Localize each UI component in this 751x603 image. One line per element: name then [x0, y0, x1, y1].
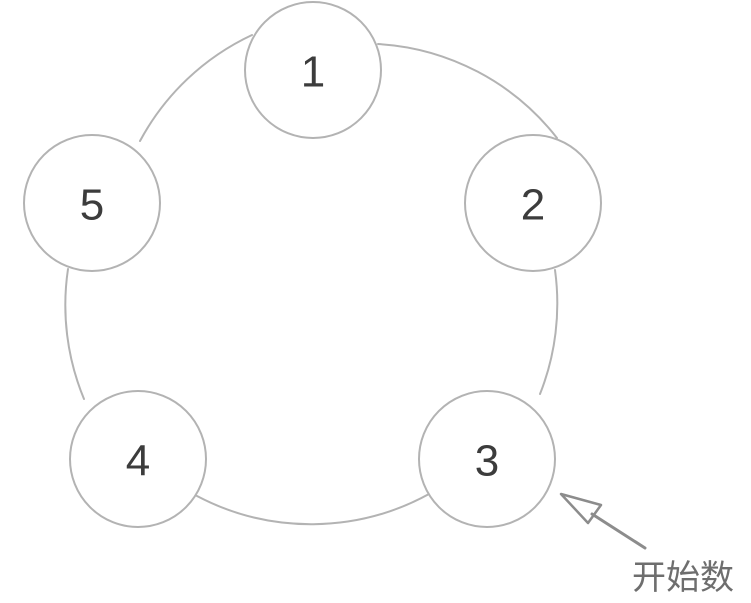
- node-4[interactable]: 4: [69, 390, 207, 528]
- node-5-label: 5: [80, 181, 104, 230]
- edge-group: [64, 34, 559, 526]
- node-group: 1 2 3 4 5: [23, 1, 602, 528]
- node-1-circle[interactable]: [244, 1, 382, 139]
- node-3-circle[interactable]: [418, 390, 556, 528]
- annotation-arrow-head: [559, 492, 603, 525]
- node-1[interactable]: 1: [244, 1, 382, 139]
- edge-2-to-3: [539, 269, 559, 395]
- node-1-label: 1: [301, 48, 325, 97]
- annotation-arrow-shaft: [590, 512, 647, 550]
- node-4-label: 4: [126, 437, 150, 486]
- edge-5-to-1: [139, 34, 253, 142]
- node-3-label: 3: [475, 437, 499, 486]
- node-2[interactable]: 2: [464, 134, 602, 272]
- start-pointer-annotation: 开始数: [559, 492, 734, 598]
- node-5-circle[interactable]: [23, 134, 161, 272]
- node-5[interactable]: 5: [23, 134, 161, 272]
- node-4-circle[interactable]: [69, 390, 207, 528]
- edge-1-to-2: [377, 43, 558, 139]
- node-2-label: 2: [521, 181, 545, 230]
- edge-4-to-5: [64, 268, 85, 400]
- start-pointer-label: 开始数: [632, 558, 734, 598]
- node-2-circle[interactable]: [464, 134, 602, 272]
- node-3[interactable]: 3: [418, 390, 556, 528]
- edge-3-to-4: [196, 493, 430, 526]
